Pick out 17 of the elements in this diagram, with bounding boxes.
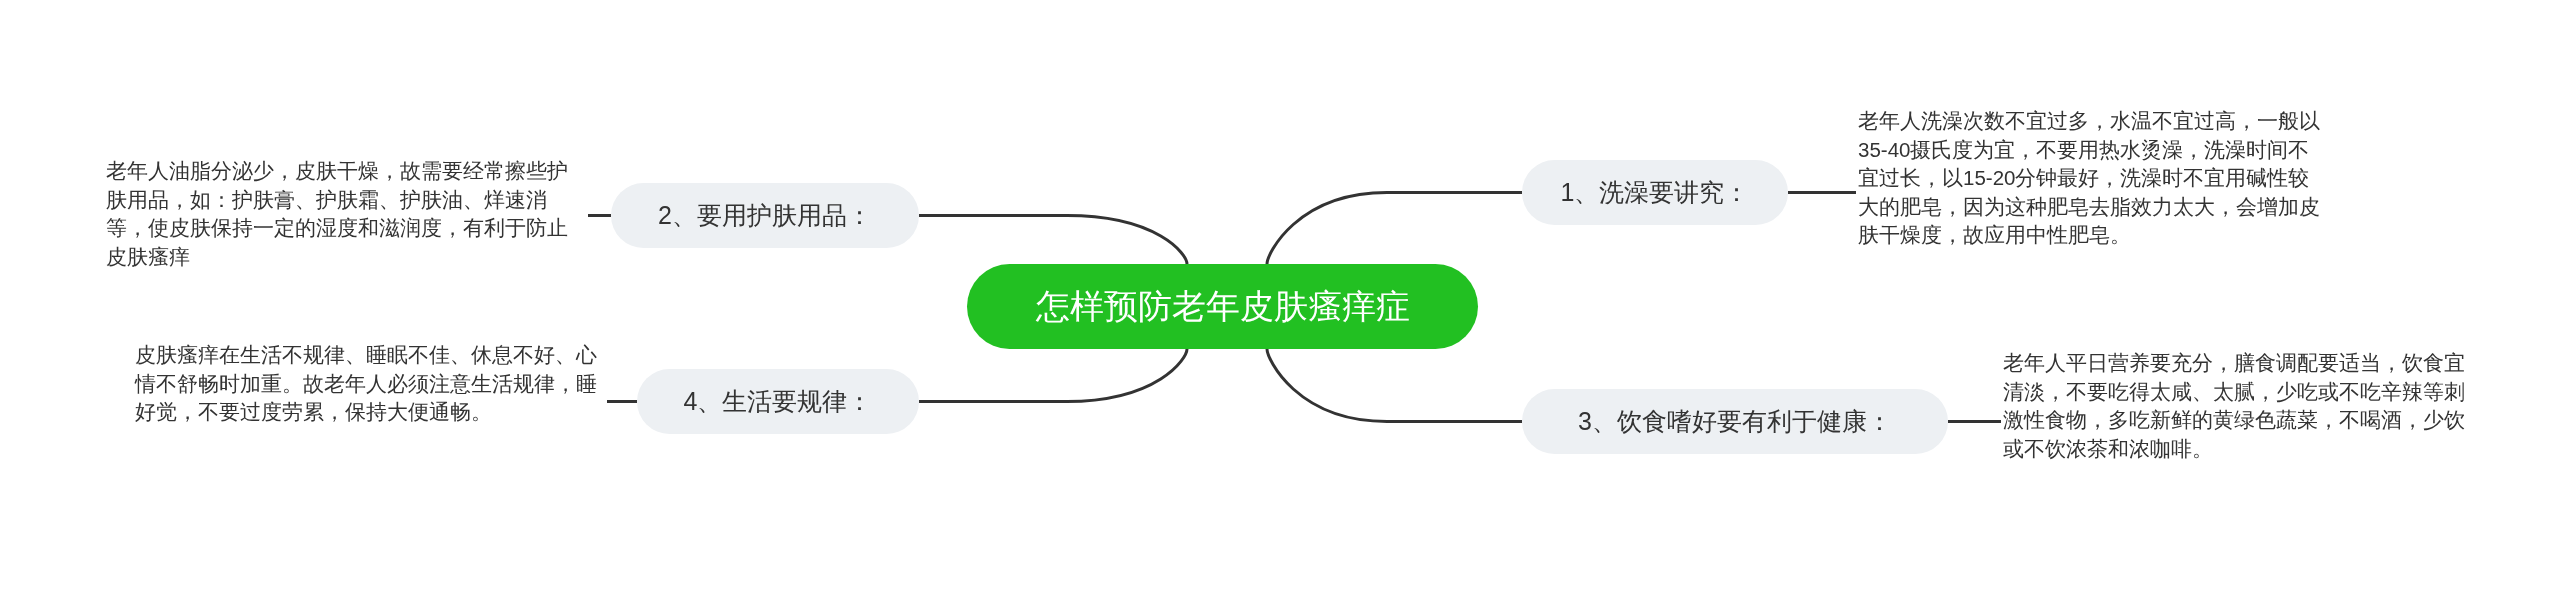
connector-line <box>1265 191 1522 265</box>
branch-box: 4、生活要规律： <box>637 369 919 434</box>
connector-line <box>919 214 1189 265</box>
connector-line <box>1265 348 1522 423</box>
connector-line <box>1948 420 2001 423</box>
connector-line <box>919 348 1189 403</box>
note-text: 老年人油脂分泌少，皮肤干燥，故需要经常擦些护肤用品，如：护肤膏、护肤霜、护肤油、烊速消等，使皮肤保持一定的湿度和滋润度，有利于防止皮肤瘙痒 <box>106 157 586 271</box>
connector-line <box>607 400 637 403</box>
connector-line <box>588 214 611 217</box>
note-text: 老年人洗澡次数不宜过多，水温不宜过高，一般以35-40摄氏度为宜，不要用热水烫澡，洗澡时间不宜过长，以15-20分钟最好，洗澡时不宜用碱性较大的肥皂，因为这种肥皂去脂效力太大，会增加皮肤干燥度，故应用中性肥皂。 <box>1858 107 2328 250</box>
branch-box: 2、要用护肤用品： <box>611 183 919 248</box>
branch-box: 3、饮食嗜好要有利于健康： <box>1522 389 1948 454</box>
branch-box: 1、洗澡要讲究： <box>1522 160 1788 225</box>
topic-box: 怎样预防老年皮肤瘙痒症 <box>967 264 1478 349</box>
connector-line <box>1788 191 1856 194</box>
note-text: 皮肤瘙痒在生活不规律、睡眠不佳、休息不好、心情不舒畅时加重。故老年人必须注意生活规律，睡好觉，不要过度劳累，保持大便通畅。 <box>135 341 605 427</box>
note-text: 老年人平日营养要充分，膳食调配要适当，饮食宜清淡，不要吃得太咸、太腻，少吃或不吃辛辣等刺激性食物，多吃新鲜的黄绿色蔬菜，不喝酒，少饮或不饮浓茶和浓咖啡。 <box>2003 349 2473 463</box>
